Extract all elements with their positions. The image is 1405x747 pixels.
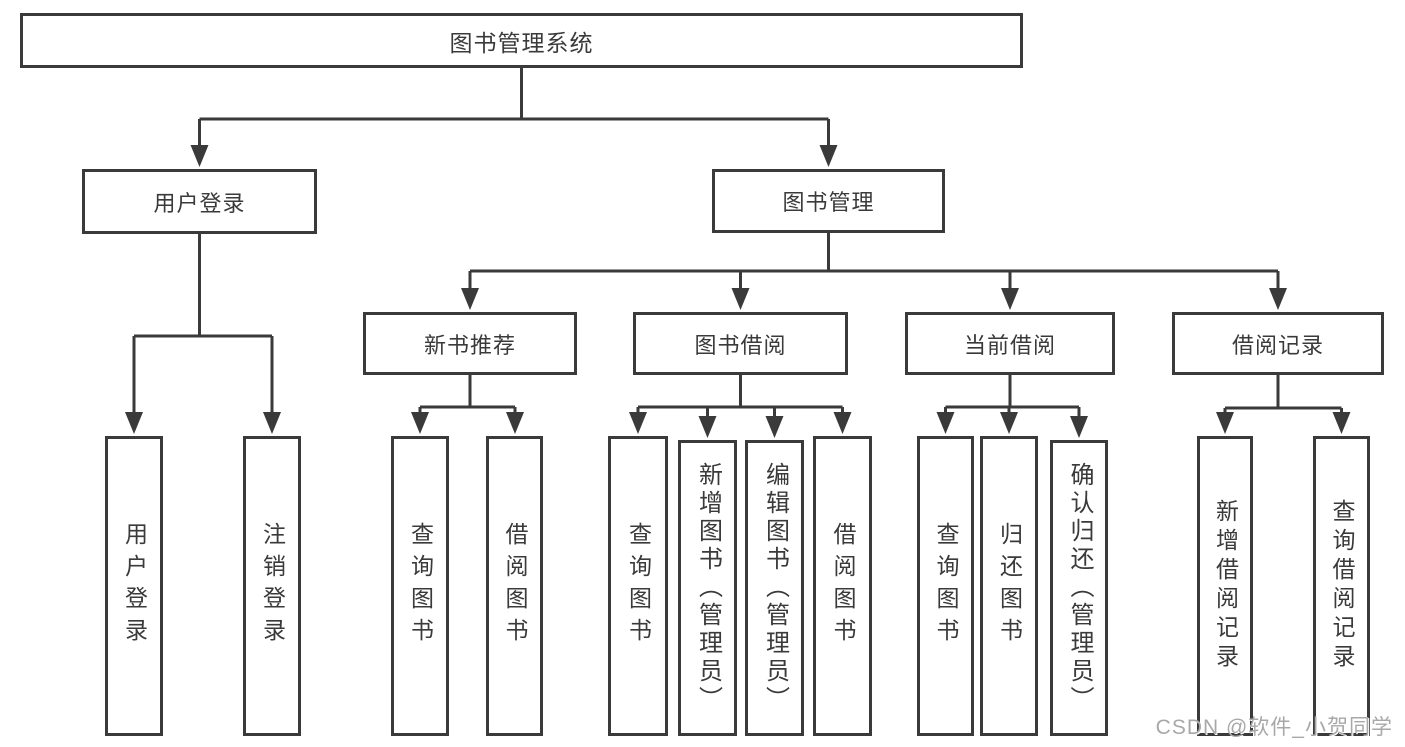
node-user-login: 用户登录 [82, 169, 317, 234]
leaf-recommend-query-books-label: 查询图书 [407, 522, 434, 650]
leaf-add-books-admin-label: 新增图书（管理员） [694, 462, 722, 714]
leaf-edit-books-admin: 编辑图书（管理员） [745, 440, 804, 736]
leaf-recommend-borrow-books-label: 借阅图书 [502, 522, 528, 650]
node-borrow-records-label: 借阅记录 [1231, 332, 1324, 358]
leaf-borrow-borrow-books-label: 借阅图书 [830, 522, 856, 650]
leaf-logout-label: 注销登录 [259, 522, 286, 650]
node-book-borrow: 图书借阅 [633, 312, 848, 375]
leaf-return-books: 归还图书 [980, 436, 1038, 736]
leaf-query-borrow-record: 查询借阅记录 [1313, 436, 1370, 736]
node-borrow-records: 借阅记录 [1172, 312, 1384, 375]
leaf-confirm-return-admin: 确认归还（管理员） [1050, 440, 1108, 736]
leaf-add-books-admin: 新增图书（管理员） [678, 440, 737, 736]
node-current-borrow-label: 当前借阅 [963, 332, 1056, 358]
leaf-confirm-return-admin-label: 确认归还（管理员） [1066, 462, 1093, 714]
node-current-borrow: 当前借阅 [905, 312, 1115, 375]
leaf-recommend-query-books: 查询图书 [391, 436, 449, 736]
leaf-current-query-books: 查询图书 [917, 436, 974, 736]
node-book-management: 图书管理 [712, 169, 945, 233]
leaf-add-borrow-record: 新增借阅记录 [1197, 436, 1253, 736]
node-book-management-label: 图书管理 [782, 190, 875, 215]
node-new-book-recommend-label: 新书推荐 [423, 332, 516, 358]
node-user-login-label: 用户登录 [153, 190, 246, 216]
leaf-user-login-label: 用户登录 [121, 522, 148, 650]
leaf-recommend-borrow-books: 借阅图书 [486, 436, 543, 736]
leaf-add-borrow-record-label: 新增借阅记录 [1212, 499, 1239, 673]
node-root: 图书管理系统 [20, 13, 1023, 68]
leaf-return-books-label: 归还图书 [996, 522, 1023, 650]
leaf-current-query-books-label: 查询图书 [933, 522, 959, 650]
leaf-edit-books-admin-label: 编辑图书（管理员） [761, 462, 789, 714]
node-book-borrow-label: 图书借阅 [694, 332, 787, 358]
leaf-borrow-query-books-label: 查询图书 [625, 522, 652, 650]
csdn-watermark: CSDN @软件_小贺同学 [1155, 716, 1393, 739]
leaf-borrow-borrow-books: 借阅图书 [813, 436, 872, 736]
leaf-query-borrow-record-label: 查询借阅记录 [1329, 499, 1355, 673]
node-root-label: 图书管理系统 [449, 29, 594, 56]
leaf-borrow-query-books: 查询图书 [608, 436, 668, 736]
node-new-book-recommend: 新书推荐 [363, 312, 577, 375]
leaf-logout: 注销登录 [243, 436, 301, 736]
leaf-user-login: 用户登录 [105, 436, 163, 736]
